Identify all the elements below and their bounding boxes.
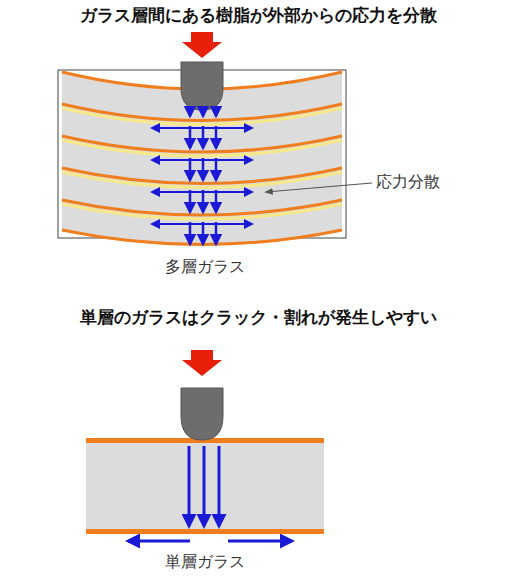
stress-arrow bbox=[215, 158, 218, 180]
stress-arrows bbox=[152, 112, 252, 244]
stress-arrow bbox=[189, 126, 192, 148]
caption-label: 多層ガラス bbox=[165, 257, 245, 278]
stress-arrow bbox=[189, 112, 192, 116]
callout-label: 応力分散 bbox=[376, 172, 440, 193]
stress-arrow bbox=[215, 222, 218, 244]
stress-arrow bbox=[202, 112, 205, 116]
stress-arrow bbox=[189, 158, 192, 180]
stress-arrow bbox=[189, 222, 192, 244]
indenter bbox=[181, 388, 223, 440]
title: ガラス層間にある樹脂が外部からの応力を分散 bbox=[80, 4, 437, 27]
caption-label: 単層ガラス bbox=[165, 552, 245, 573]
glass-edge bbox=[86, 529, 324, 534]
single-glass bbox=[86, 441, 324, 531]
leader-line bbox=[266, 183, 372, 192]
stress-arrows bbox=[128, 446, 292, 541]
stress-arrow bbox=[202, 126, 205, 148]
stress-arrow bbox=[189, 190, 192, 212]
stress-arrow bbox=[202, 158, 205, 180]
section-heading: 単層のガラスはクラック・割れが発生しやすい bbox=[80, 306, 437, 329]
stress-arrow bbox=[202, 222, 205, 244]
force-arrow bbox=[182, 32, 222, 58]
force-arrow bbox=[182, 350, 222, 376]
stress-arrow bbox=[215, 126, 218, 148]
stress-arrow bbox=[215, 190, 218, 212]
stress-arrow bbox=[215, 112, 218, 116]
stress-arrow bbox=[202, 190, 205, 212]
indenter bbox=[181, 62, 223, 110]
